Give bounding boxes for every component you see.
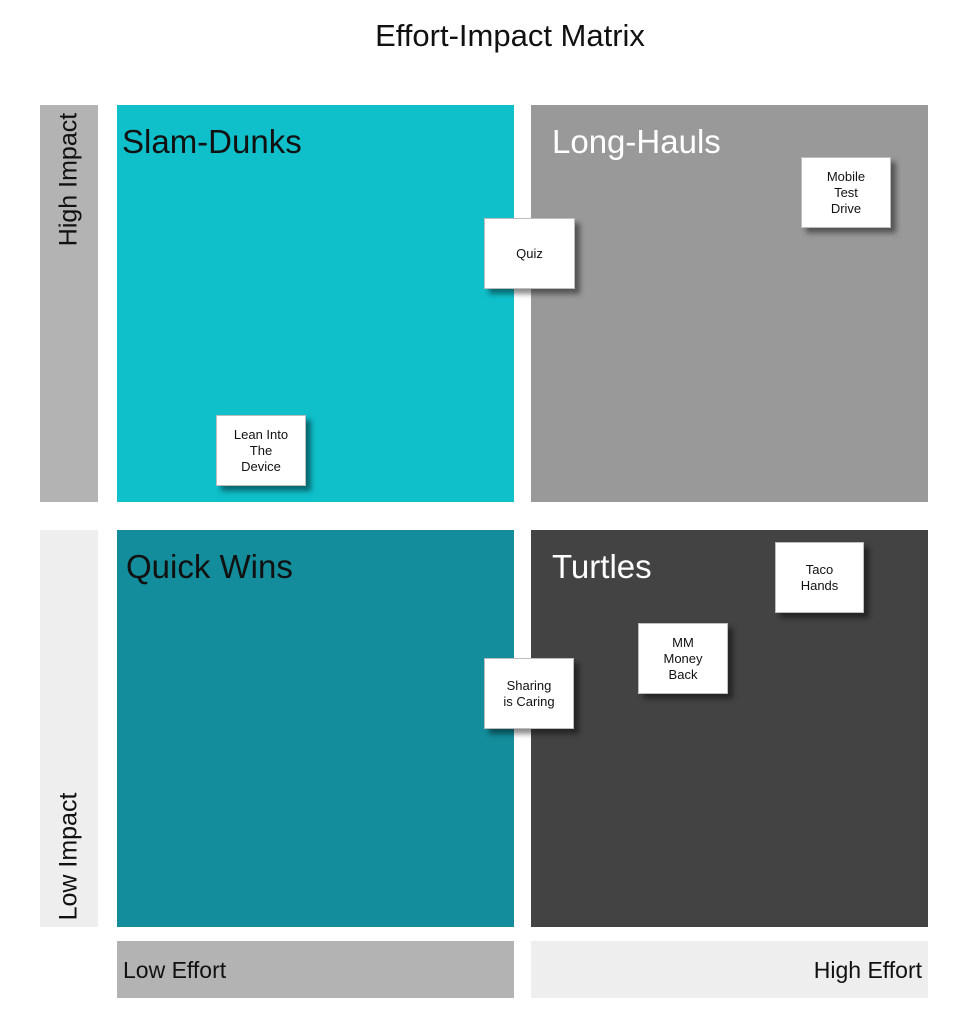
high-impact-label: High Impact <box>54 112 83 247</box>
matrix-title: Effort-Impact Matrix <box>375 18 645 53</box>
note-lean-into-the-device[interactable]: Lean Into The Device <box>216 415 306 486</box>
note-taco-hands[interactable]: Taco Hands <box>775 542 864 613</box>
low-effort-band: Low Effort <box>117 941 514 998</box>
quadrant-label-long-hauls: Long-Hauls <box>552 123 721 160</box>
note-sharing-is-caring[interactable]: Sharing is Caring <box>484 658 574 729</box>
quadrant-turtles: Turtles <box>531 530 928 927</box>
quadrant-quick-wins: Quick Wins <box>117 530 514 927</box>
note-quiz[interactable]: Quiz <box>484 218 575 289</box>
high-effort-label: High Effort <box>813 957 922 983</box>
note-mobile-test-drive[interactable]: Mobile Test Drive <box>801 157 891 228</box>
low-effort-label: Low Effort <box>123 957 227 983</box>
low-impact-label: Low Impact <box>54 792 83 921</box>
low-impact-band: Low Impact <box>40 530 98 927</box>
quadrant-label-turtles: Turtles <box>552 548 652 585</box>
quadrant-label-slam-dunks: Slam-Dunks <box>122 123 302 160</box>
quadrant-label-quick-wins: Quick Wins <box>126 548 293 585</box>
high-impact-band: High Impact <box>40 105 98 502</box>
quadrant-slam-dunks: Slam-Dunks <box>117 105 514 502</box>
high-effort-band: High Effort <box>531 941 928 998</box>
note-mm-money-back[interactable]: MM Money Back <box>638 623 728 694</box>
